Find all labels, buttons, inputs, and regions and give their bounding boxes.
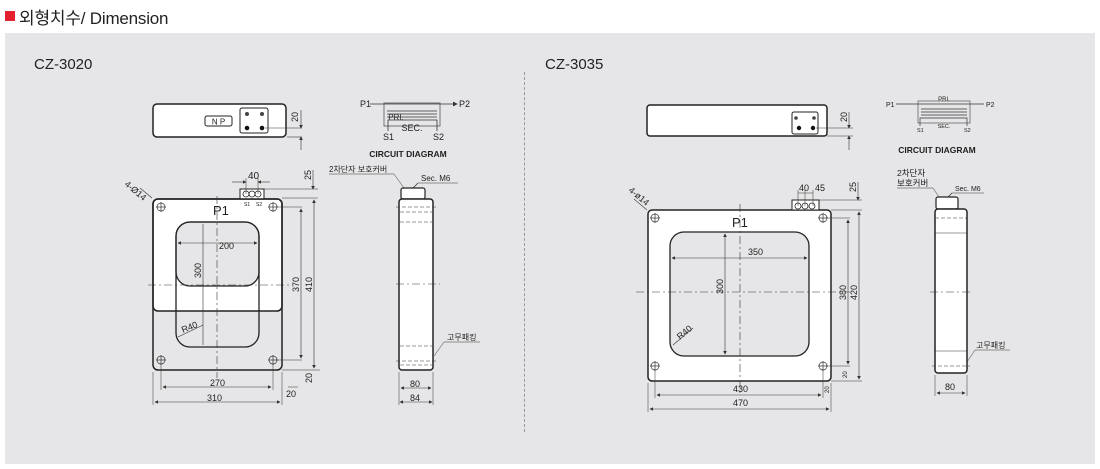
svg-text:S1: S1 [917, 128, 924, 134]
svg-text:20: 20 [825, 386, 831, 393]
svg-text:270: 270 [210, 378, 225, 388]
svg-text:고무패킹: 고무패킹 [976, 340, 1005, 350]
svg-text:SEC.: SEC. [938, 124, 951, 130]
svg-text:20: 20 [304, 373, 314, 383]
svg-text:380: 380 [838, 285, 848, 300]
svg-text:80: 80 [945, 382, 955, 392]
red-square-icon [5, 11, 15, 21]
svg-text:P1: P1 [213, 203, 229, 218]
model-label-cz3020: CZ-3020 [34, 56, 93, 73]
svg-text:SEC.: SEC. [401, 123, 422, 133]
svg-text:470: 470 [733, 398, 748, 408]
svg-text:CIRCUIT DIAGRAM: CIRCUIT DIAGRAM [369, 149, 446, 159]
model-label-cz3035: CZ-3035 [545, 56, 604, 73]
svg-text:25: 25 [848, 182, 858, 192]
svg-text:370: 370 [291, 277, 301, 292]
svg-text:S2: S2 [433, 132, 444, 142]
cz3035-top-view: 20 [646, 104, 853, 150]
cz3035-front-view: P1 4-ø14 350 300 R40 40 45 25 380 420 20… [627, 182, 862, 412]
cz3020-top-view: N P 20 [152, 103, 303, 150]
svg-text:200: 200 [219, 241, 234, 251]
svg-text:Sec. M6: Sec. M6 [421, 174, 451, 183]
svg-text:20: 20 [843, 371, 849, 378]
svg-text:Sec. M6: Sec. M6 [955, 186, 981, 193]
svg-text:S1: S1 [244, 202, 250, 208]
svg-text:300: 300 [715, 279, 725, 294]
section-header: 외형치수/ Dimension [5, 4, 169, 28]
svg-text:S2: S2 [964, 128, 971, 134]
svg-text:P1: P1 [360, 99, 371, 109]
svg-text:P2: P2 [986, 102, 995, 109]
cz3020-side-view: 2차단자 보호커버 Sec. M6 고무패킹 80 84 [329, 164, 480, 405]
svg-text:45: 45 [815, 183, 825, 193]
svg-text:2차단자 보호커버: 2차단자 보호커버 [329, 164, 387, 174]
nameplate-label: N P [212, 118, 225, 127]
svg-text:25: 25 [303, 170, 313, 180]
cz3035-side-view: 2차단자 보호커버 Sec. M6 고무패킹 80 [897, 168, 1010, 396]
svg-text:S2: S2 [256, 202, 262, 208]
svg-text:410: 410 [304, 277, 314, 292]
svg-text:20: 20 [290, 112, 300, 122]
svg-text:P1: P1 [732, 215, 748, 230]
svg-text:300: 300 [193, 263, 203, 278]
model-divider [524, 72, 525, 432]
svg-text:40: 40 [799, 183, 809, 193]
svg-text:CIRCUIT DIAGRAM: CIRCUIT DIAGRAM [898, 145, 975, 155]
svg-text:80: 80 [410, 379, 420, 389]
svg-text:PRI.: PRI. [388, 113, 404, 122]
svg-text:보호커버: 보호커버 [897, 178, 928, 188]
svg-text:420: 420 [849, 285, 859, 300]
svg-text:P2: P2 [459, 99, 470, 109]
cz3020-circuit-diagram: PRI. P1 P2 SEC. S1 S2 CIRCUIT DIAGRAM [360, 99, 470, 159]
section-title: 외형치수/ Dimension [19, 8, 169, 28]
svg-text:PRI.: PRI. [938, 97, 950, 103]
svg-text:2차단자: 2차단자 [897, 168, 925, 178]
svg-text:430: 430 [733, 384, 748, 394]
svg-text:84: 84 [410, 393, 420, 403]
svg-text:350: 350 [748, 247, 763, 257]
svg-text:4-ø14: 4-ø14 [627, 185, 651, 208]
svg-text:20: 20 [839, 112, 849, 122]
svg-text:20: 20 [286, 389, 296, 399]
cz3035-circuit-diagram: PRI. P1 P2 SEC. S1 S2 CIRCUIT DIAGRAM [886, 97, 995, 155]
svg-text:고무패킹: 고무패킹 [447, 332, 476, 342]
svg-text:40: 40 [248, 171, 260, 182]
svg-text:310: 310 [207, 393, 222, 403]
svg-text:S1: S1 [383, 132, 394, 142]
svg-text:P1: P1 [886, 102, 895, 109]
